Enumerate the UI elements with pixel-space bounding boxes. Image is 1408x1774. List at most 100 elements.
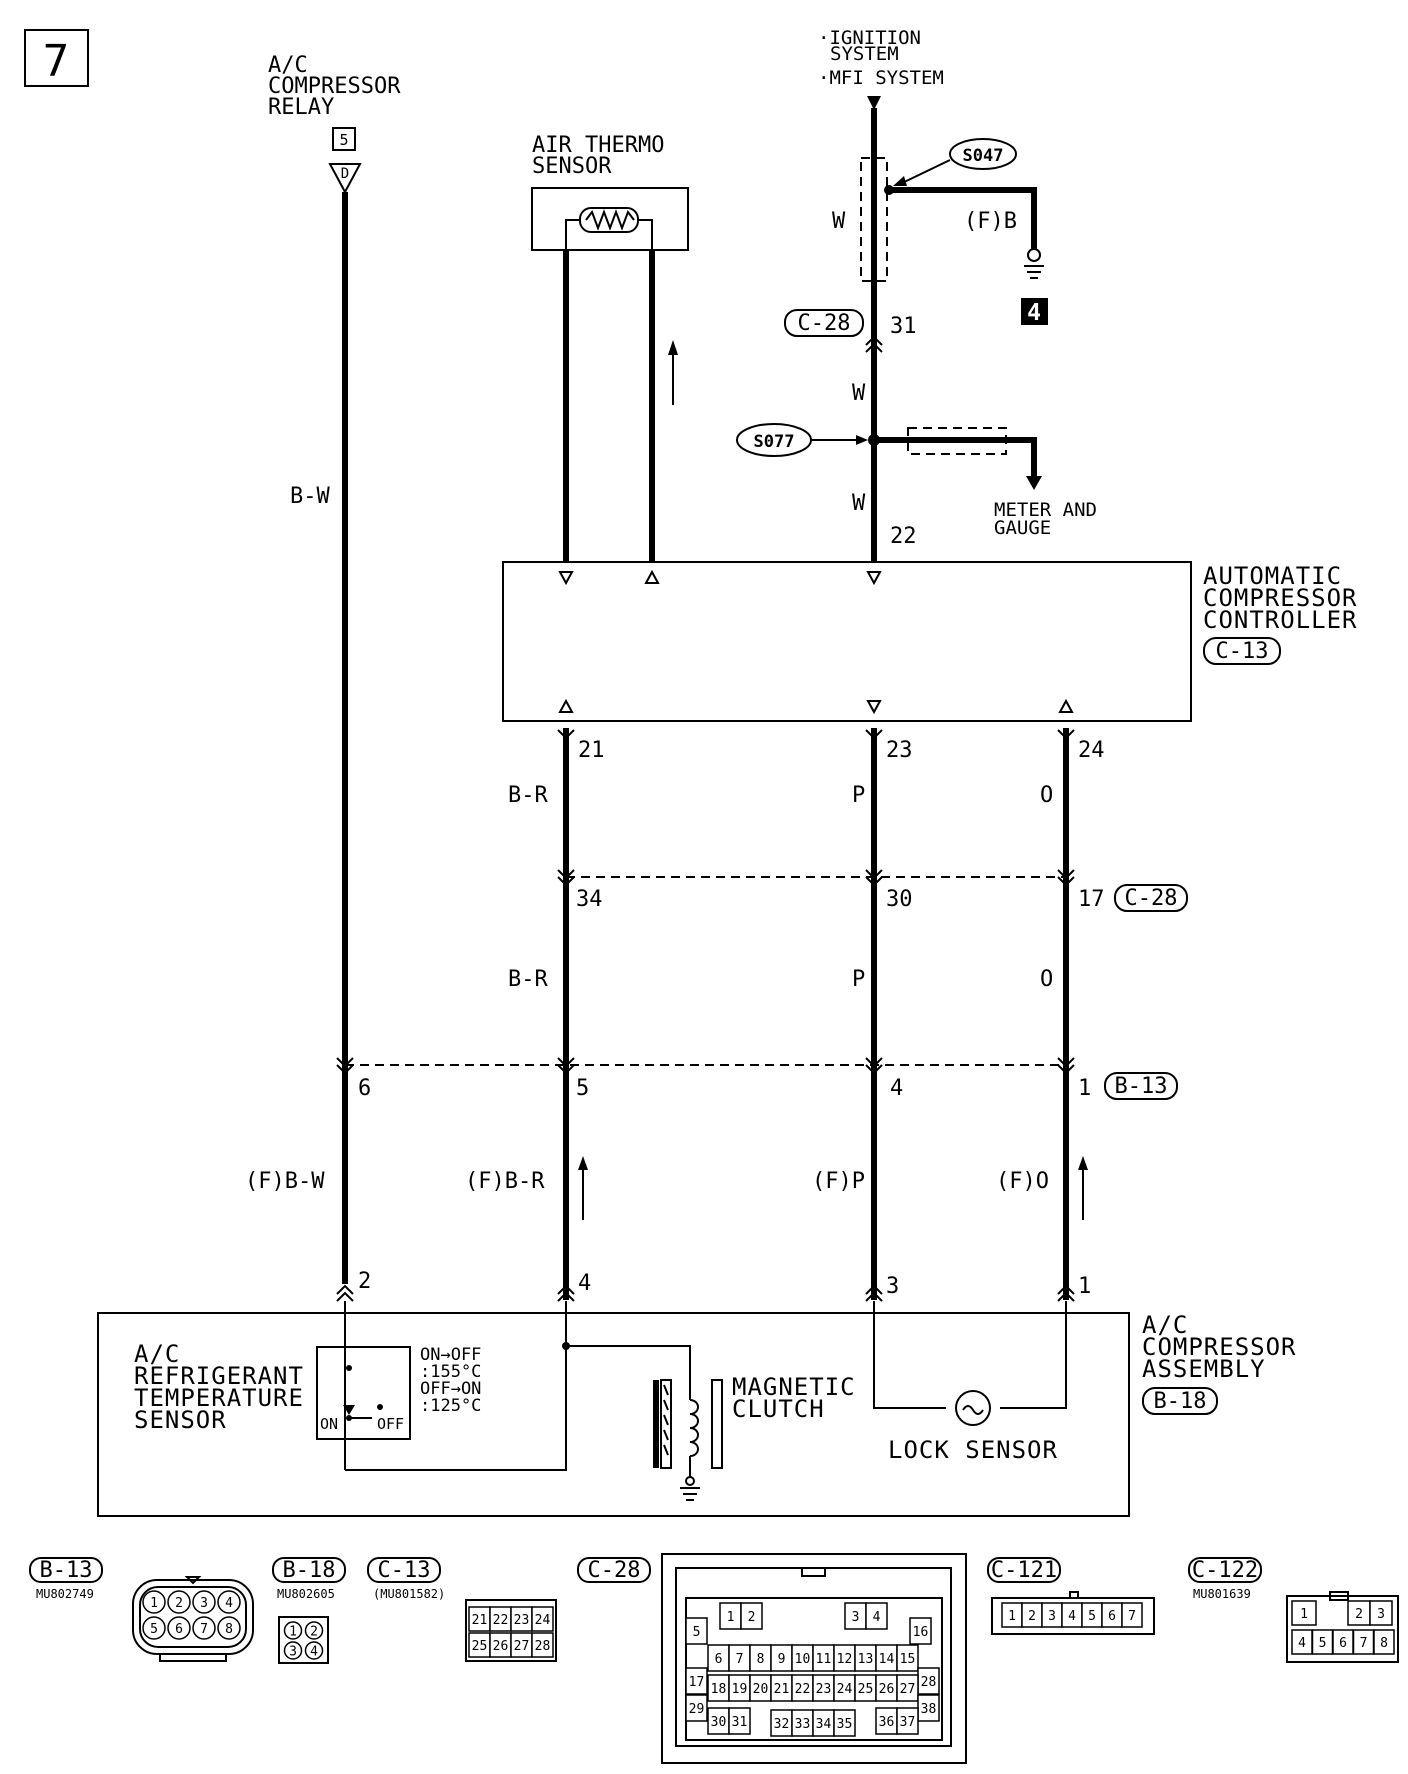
svg-text:C-13: C-13 [1216, 639, 1269, 664]
part-b13: MU802749 [36, 1587, 94, 1601]
splice-s077-label: S077 [754, 432, 795, 452]
svg-text:C-13: C-13 [378, 1558, 431, 1583]
refrig-sensor-label-4: SENSOR [134, 1406, 227, 1434]
pin-c28-31: 31 [890, 314, 917, 339]
wire-label-fb: (F)B [964, 209, 1017, 234]
b13-pin-label: 5 [150, 1622, 158, 1637]
pin-b13-5: 5 [576, 1076, 589, 1101]
b13-pin-label: 2 [175, 1596, 183, 1611]
spec-3: OFF→ON [420, 1379, 481, 1399]
c28-pin-label: 34 [816, 1717, 832, 1732]
ignition-arrow [867, 96, 881, 110]
svg-text:C-28: C-28 [588, 1558, 641, 1583]
c28-pin-label: 35 [837, 1717, 853, 1732]
c28-pin [728, 1707, 751, 1735]
c28-pin [740, 1602, 763, 1630]
c28-pin-label: 28 [921, 1675, 937, 1690]
refrig-sensor-label-1: A/C [134, 1340, 180, 1368]
ac-relay-label-2: COMPRESSOR [268, 74, 401, 99]
b13-pin-label: 1 [150, 1596, 158, 1611]
svg-text:B-13: B-13 [1115, 1074, 1168, 1099]
compressor-label-1: A/C [1142, 1311, 1188, 1339]
conn-view-c13-label [367, 1557, 441, 1583]
c13-pin-label: 21 [472, 1613, 488, 1628]
b13-pin [167, 1590, 191, 1614]
c28-pin-label: 27 [900, 1682, 916, 1697]
conn-c28-label-mid [1114, 884, 1188, 912]
wire-label-br-2: B-R [508, 967, 548, 992]
c28-pin [896, 1707, 919, 1735]
acc-label-1: AUTOMATIC [1203, 562, 1342, 590]
b13-pin [167, 1616, 191, 1640]
relay-ref: 5 [339, 131, 348, 149]
ac-relay-label-1: A/C [268, 53, 308, 78]
c122-pin-label: 3 [1377, 1607, 1385, 1622]
c28-pin [685, 1667, 708, 1695]
b18-pin [283, 1641, 303, 1660]
wire-label-o-2: O [1040, 967, 1053, 992]
lock-sensor-label: LOCK SENSOR [888, 1436, 1058, 1464]
svg-text:C-121: C-121 [991, 1558, 1057, 1583]
svg-text:B-18: B-18 [283, 1558, 336, 1583]
c28-pin-label: 21 [774, 1682, 790, 1697]
c28-pin-label: 3 [852, 1610, 860, 1625]
c28-pin [833, 1709, 856, 1737]
clutch-label-1: MAGNETIC [732, 1373, 856, 1401]
pin-b18-1: 1 [1078, 1274, 1091, 1299]
part-b18: MU802605 [277, 1587, 335, 1601]
b13-pin-label: 7 [200, 1622, 208, 1637]
pin-c28-34: 34 [576, 887, 603, 912]
b18-pin-label: 1 [289, 1625, 297, 1640]
c13-pin-label: 22 [493, 1613, 509, 1628]
c28-pin-label: 23 [816, 1682, 832, 1697]
relay-ref-box [332, 127, 356, 151]
refrig-sensor-label-2: REFRIGERANT [134, 1362, 304, 1390]
b13-pin-label: 6 [175, 1622, 183, 1637]
b18-pin-label: 2 [310, 1625, 318, 1640]
b13-pin-label: 8 [225, 1622, 233, 1637]
c28-pin-label: 18 [711, 1682, 727, 1697]
ac-relay-label-3: RELAY [268, 95, 334, 120]
shield-2 [907, 427, 1007, 455]
c28-pin-label: 9 [778, 1652, 786, 1667]
c28-pin-label: 11 [816, 1652, 832, 1667]
spec-4: :125°C [420, 1396, 481, 1416]
c28-pin [865, 1602, 888, 1630]
b13-pin [142, 1616, 166, 1640]
pin-c13-21: 21 [578, 738, 605, 763]
c28-pin [909, 1617, 932, 1645]
c28-pin-label: 37 [900, 1715, 916, 1730]
pin-c28-17: 17 [1078, 887, 1105, 912]
c28-pin [685, 1617, 708, 1645]
splice-s047 [949, 138, 1017, 170]
b18-pin [304, 1641, 324, 1660]
spec-1: ON→OFF [420, 1345, 481, 1365]
c28-pin-label: 16 [913, 1625, 929, 1640]
b18-pin [304, 1621, 324, 1640]
page-number: 7 [43, 36, 70, 87]
wire-label-bw: B-W [290, 484, 330, 509]
c28-pin-label: 1 [727, 1610, 735, 1625]
conn-view-c122-label [1188, 1557, 1262, 1583]
ground-ref-box [1021, 298, 1048, 325]
c28-pin-label: 31 [732, 1715, 748, 1730]
c121-pin-label: 5 [1088, 1609, 1096, 1624]
c13-pin [531, 1632, 554, 1658]
pin-b13-1: 1 [1078, 1076, 1091, 1101]
c28-pin-label: 25 [858, 1682, 874, 1697]
svg-text:C-28: C-28 [798, 311, 851, 336]
pin-b13-4: 4 [890, 1076, 903, 1101]
b13-pin [217, 1590, 241, 1614]
b13-pin-label: 3 [200, 1596, 208, 1611]
ignition-label-2: SYSTEM [830, 43, 899, 65]
c122-pin-label: 6 [1339, 1636, 1347, 1651]
c13-pin [531, 1606, 554, 1632]
meter-label-2: GAUGE [994, 517, 1051, 539]
compressor-label-2: COMPRESSOR [1142, 1333, 1297, 1361]
c28-pin-label: 12 [837, 1652, 853, 1667]
meter-label-1: METER AND [994, 499, 1097, 521]
c121-pin [1121, 1602, 1143, 1628]
conn-view-c28-label [577, 1557, 651, 1583]
c122-pin-label: 1 [1300, 1607, 1308, 1622]
